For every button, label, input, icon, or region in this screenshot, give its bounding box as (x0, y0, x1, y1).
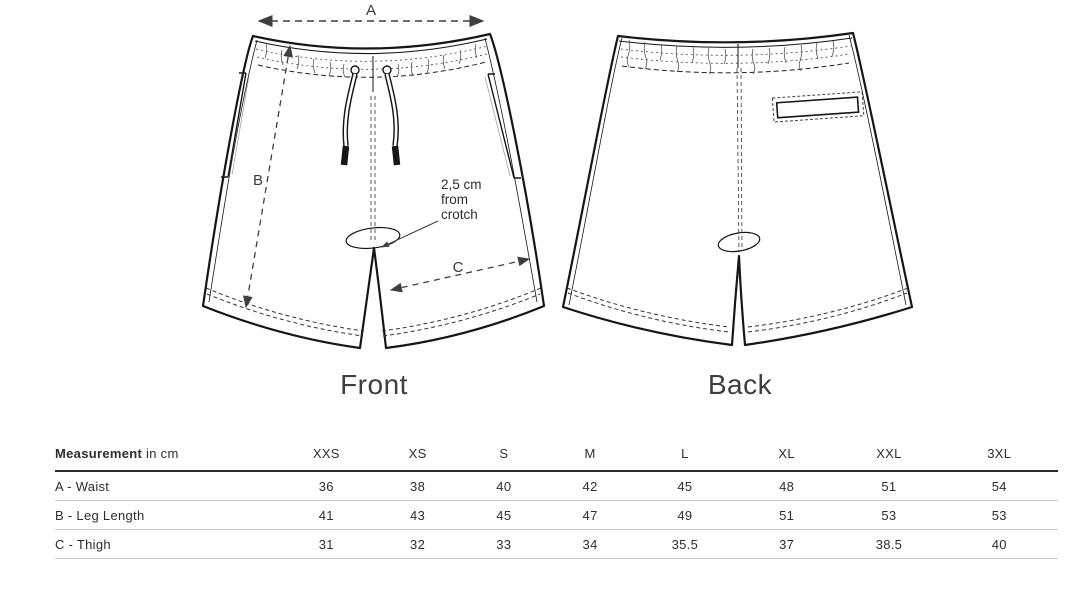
waistband-gathers (626, 39, 835, 75)
back-center-seam (736, 67, 743, 253)
crotch-annotation-line: crotch (441, 207, 478, 222)
table-header-row: Measurement in cm XXS XS S M L XL XXL 3X… (55, 443, 1058, 472)
measurement-header: Measurement in cm (55, 443, 279, 472)
col-header-xxl: XXL (837, 443, 941, 472)
row-label: A - Waist (55, 471, 279, 501)
cell-value: 48 (736, 471, 838, 501)
cell-value: 34 (546, 529, 634, 559)
aglet-left (340, 145, 350, 166)
cell-value: 45 (633, 471, 736, 501)
table-row-thigh: C - Thigh 31 32 33 34 35.5 37 38.5 40 (55, 529, 1058, 559)
cell-value: 41 (278, 500, 374, 530)
dim-b-arrow (243, 44, 293, 309)
crotch-annotation: 2,5 cm from crotch (381, 177, 482, 248)
cell-value: 53 (837, 500, 941, 530)
col-header-xxs: XXS (278, 443, 374, 472)
dim-b-label: B (253, 172, 263, 189)
back-waistband (618, 37, 853, 75)
back-side-seams (568, 34, 907, 306)
back-caption: Back (707, 369, 773, 400)
eyelet-right (382, 65, 392, 75)
col-header-3xl: 3XL (940, 443, 1058, 472)
back-shorts-drawing (561, 31, 914, 347)
back-hem-stitching (566, 287, 909, 333)
cell-value: 38.5 (837, 529, 941, 559)
cell-value: 43 (373, 500, 462, 530)
dim-c-arrow (389, 256, 531, 293)
crotch-annotation-line: from (441, 192, 468, 207)
cell-value: 51 (837, 471, 941, 501)
cell-value: 38 (373, 471, 462, 501)
front-shorts-drawing: A (201, 2, 546, 350)
row-label: B - Leg Length (55, 500, 279, 530)
col-header-xs: XS (373, 443, 462, 472)
cell-value: 35.5 (633, 529, 736, 559)
col-header-s: S (461, 443, 547, 472)
back-outline (561, 31, 914, 347)
cell-value: 49 (633, 500, 736, 530)
pocket-slit-right (487, 73, 521, 179)
size-table: Measurement in cm XXS XS S M L XL XXL 3X… (55, 443, 1058, 559)
col-header-m: M (546, 443, 634, 472)
size-table-section: Measurement in cm XXS XS S M L XL XXL 3X… (55, 443, 1058, 559)
cell-value: 54 (940, 471, 1058, 501)
cell-value: 45 (461, 500, 547, 530)
cell-value: 32 (373, 529, 462, 559)
drawstring (340, 65, 401, 166)
cell-value: 33 (461, 529, 547, 559)
table-row-leg-length: B - Leg Length 41 43 45 47 49 51 53 53 (55, 500, 1058, 530)
cell-value: 36 (278, 471, 374, 501)
front-hem-stitching (205, 287, 542, 337)
measurement-header-bold: Measurement (55, 446, 143, 461)
cell-value: 51 (736, 500, 838, 530)
col-header-l: L (633, 443, 736, 472)
eyelet-left (350, 65, 360, 75)
cell-value: 42 (546, 471, 634, 501)
crotch-annotation-line: 2,5 cm (441, 177, 482, 192)
col-header-xl: XL (736, 443, 838, 472)
aglet-right (391, 145, 401, 166)
front-fly-seam (370, 96, 376, 242)
cell-value: 40 (461, 471, 547, 501)
row-label: C - Thigh (55, 529, 279, 559)
measurement-header-unit: in cm (146, 446, 179, 461)
crotch-ellipse (345, 226, 401, 250)
cell-value: 53 (940, 500, 1058, 530)
cell-value: 37 (736, 529, 838, 559)
table-row-waist: A - Waist 36 38 40 42 45 48 51 54 (55, 471, 1058, 501)
annotation-arrow (381, 220, 439, 248)
dim-c-label: C (453, 259, 464, 276)
cell-value: 47 (546, 500, 634, 530)
dim-a-label: A (366, 2, 376, 19)
back-crotch-loop (717, 231, 761, 253)
front-caption: Front (340, 369, 408, 400)
cell-value: 40 (940, 529, 1058, 559)
cell-value: 31 (278, 529, 374, 559)
